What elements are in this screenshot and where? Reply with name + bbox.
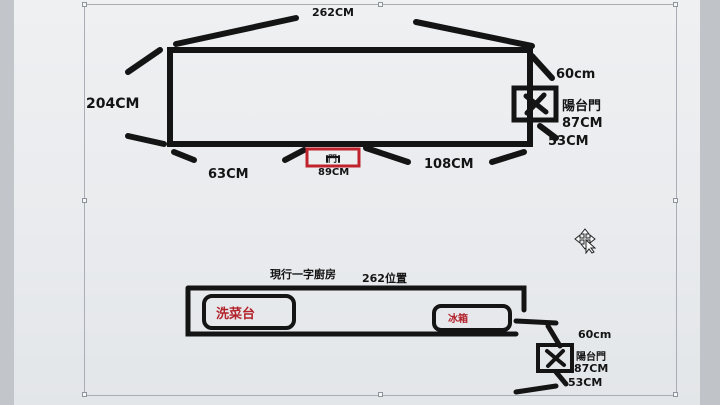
x-door-icon bbox=[523, 92, 549, 116]
dim-stroke-left-bottom bbox=[125, 133, 167, 147]
dim-stroke-bottom-door-left bbox=[282, 147, 307, 163]
kitchen-counter-outline bbox=[185, 285, 527, 337]
resize-handle-mid-left[interactable] bbox=[82, 198, 87, 203]
resize-handle-top-mid[interactable] bbox=[378, 2, 383, 7]
kitchen-title: 現行一字廚房 bbox=[270, 267, 336, 281]
right-upper-label: 60cm bbox=[556, 67, 595, 82]
left-height-label: 204CM bbox=[86, 96, 139, 112]
top-length-label: 262CM bbox=[312, 6, 354, 19]
door-width-label: 89CM bbox=[318, 167, 349, 178]
lower-balcony-door-label: 陽台門 bbox=[576, 350, 606, 363]
document-page bbox=[14, 0, 700, 405]
room-outline bbox=[167, 47, 533, 147]
dim-stroke-right-bottom bbox=[537, 123, 559, 141]
balcony-door-label: 陽台門 bbox=[562, 98, 601, 114]
dim-stroke-bottom-door-right bbox=[363, 145, 411, 165]
balcony-door-box bbox=[511, 85, 559, 123]
right-gutter bbox=[700, 0, 720, 405]
dim-stroke-lower-bottom bbox=[513, 383, 559, 395]
resize-handle-top-left[interactable] bbox=[82, 2, 87, 7]
fridge-box bbox=[432, 304, 512, 332]
dim-stroke-left-top bbox=[125, 47, 163, 75]
dim-stroke-lower-right-mid bbox=[545, 323, 563, 349]
fridge-label: 冰箱 bbox=[448, 312, 468, 325]
resize-handle-bottom-left[interactable] bbox=[82, 392, 87, 397]
balcony-door-size-label: 87CM bbox=[562, 116, 603, 131]
resize-handle-top-right[interactable] bbox=[673, 2, 678, 7]
lower-x-door-icon bbox=[545, 349, 566, 368]
dim-stroke-lower-right-top bbox=[513, 318, 559, 326]
dim-stroke-lower-right-bottom bbox=[553, 369, 569, 387]
lower-right-lower-label: 53CM bbox=[568, 376, 602, 389]
bottom-right-label: 108CM bbox=[424, 157, 474, 172]
right-lower-label: 53CM bbox=[548, 134, 589, 149]
door-label: 門 bbox=[328, 154, 337, 165]
dim-stroke-right-top bbox=[529, 53, 555, 81]
position-note: 262位置 bbox=[362, 271, 407, 285]
dim-stroke-top-right bbox=[413, 19, 535, 49]
door-glyph-icon bbox=[326, 155, 340, 163]
resize-handle-bottom-mid[interactable] bbox=[378, 392, 383, 397]
dim-stroke-bottom-right bbox=[489, 149, 527, 165]
lower-right-upper-label: 60cm bbox=[578, 328, 611, 341]
lower-balcony-door-size-label: 87CM bbox=[574, 362, 608, 375]
sink-box bbox=[202, 294, 296, 330]
image-selection-frame[interactable] bbox=[82, 2, 678, 397]
move-cursor-icon bbox=[574, 228, 596, 254]
sink-label: 洗菜台 bbox=[216, 306, 255, 322]
left-gutter bbox=[0, 0, 14, 405]
bottom-left-label: 63CM bbox=[208, 167, 249, 182]
dim-stroke-bottom-left bbox=[171, 149, 197, 163]
resize-handle-bottom-right[interactable] bbox=[673, 392, 678, 397]
dim-stroke-top-left bbox=[173, 15, 299, 47]
resize-handle-mid-right[interactable] bbox=[673, 198, 678, 203]
